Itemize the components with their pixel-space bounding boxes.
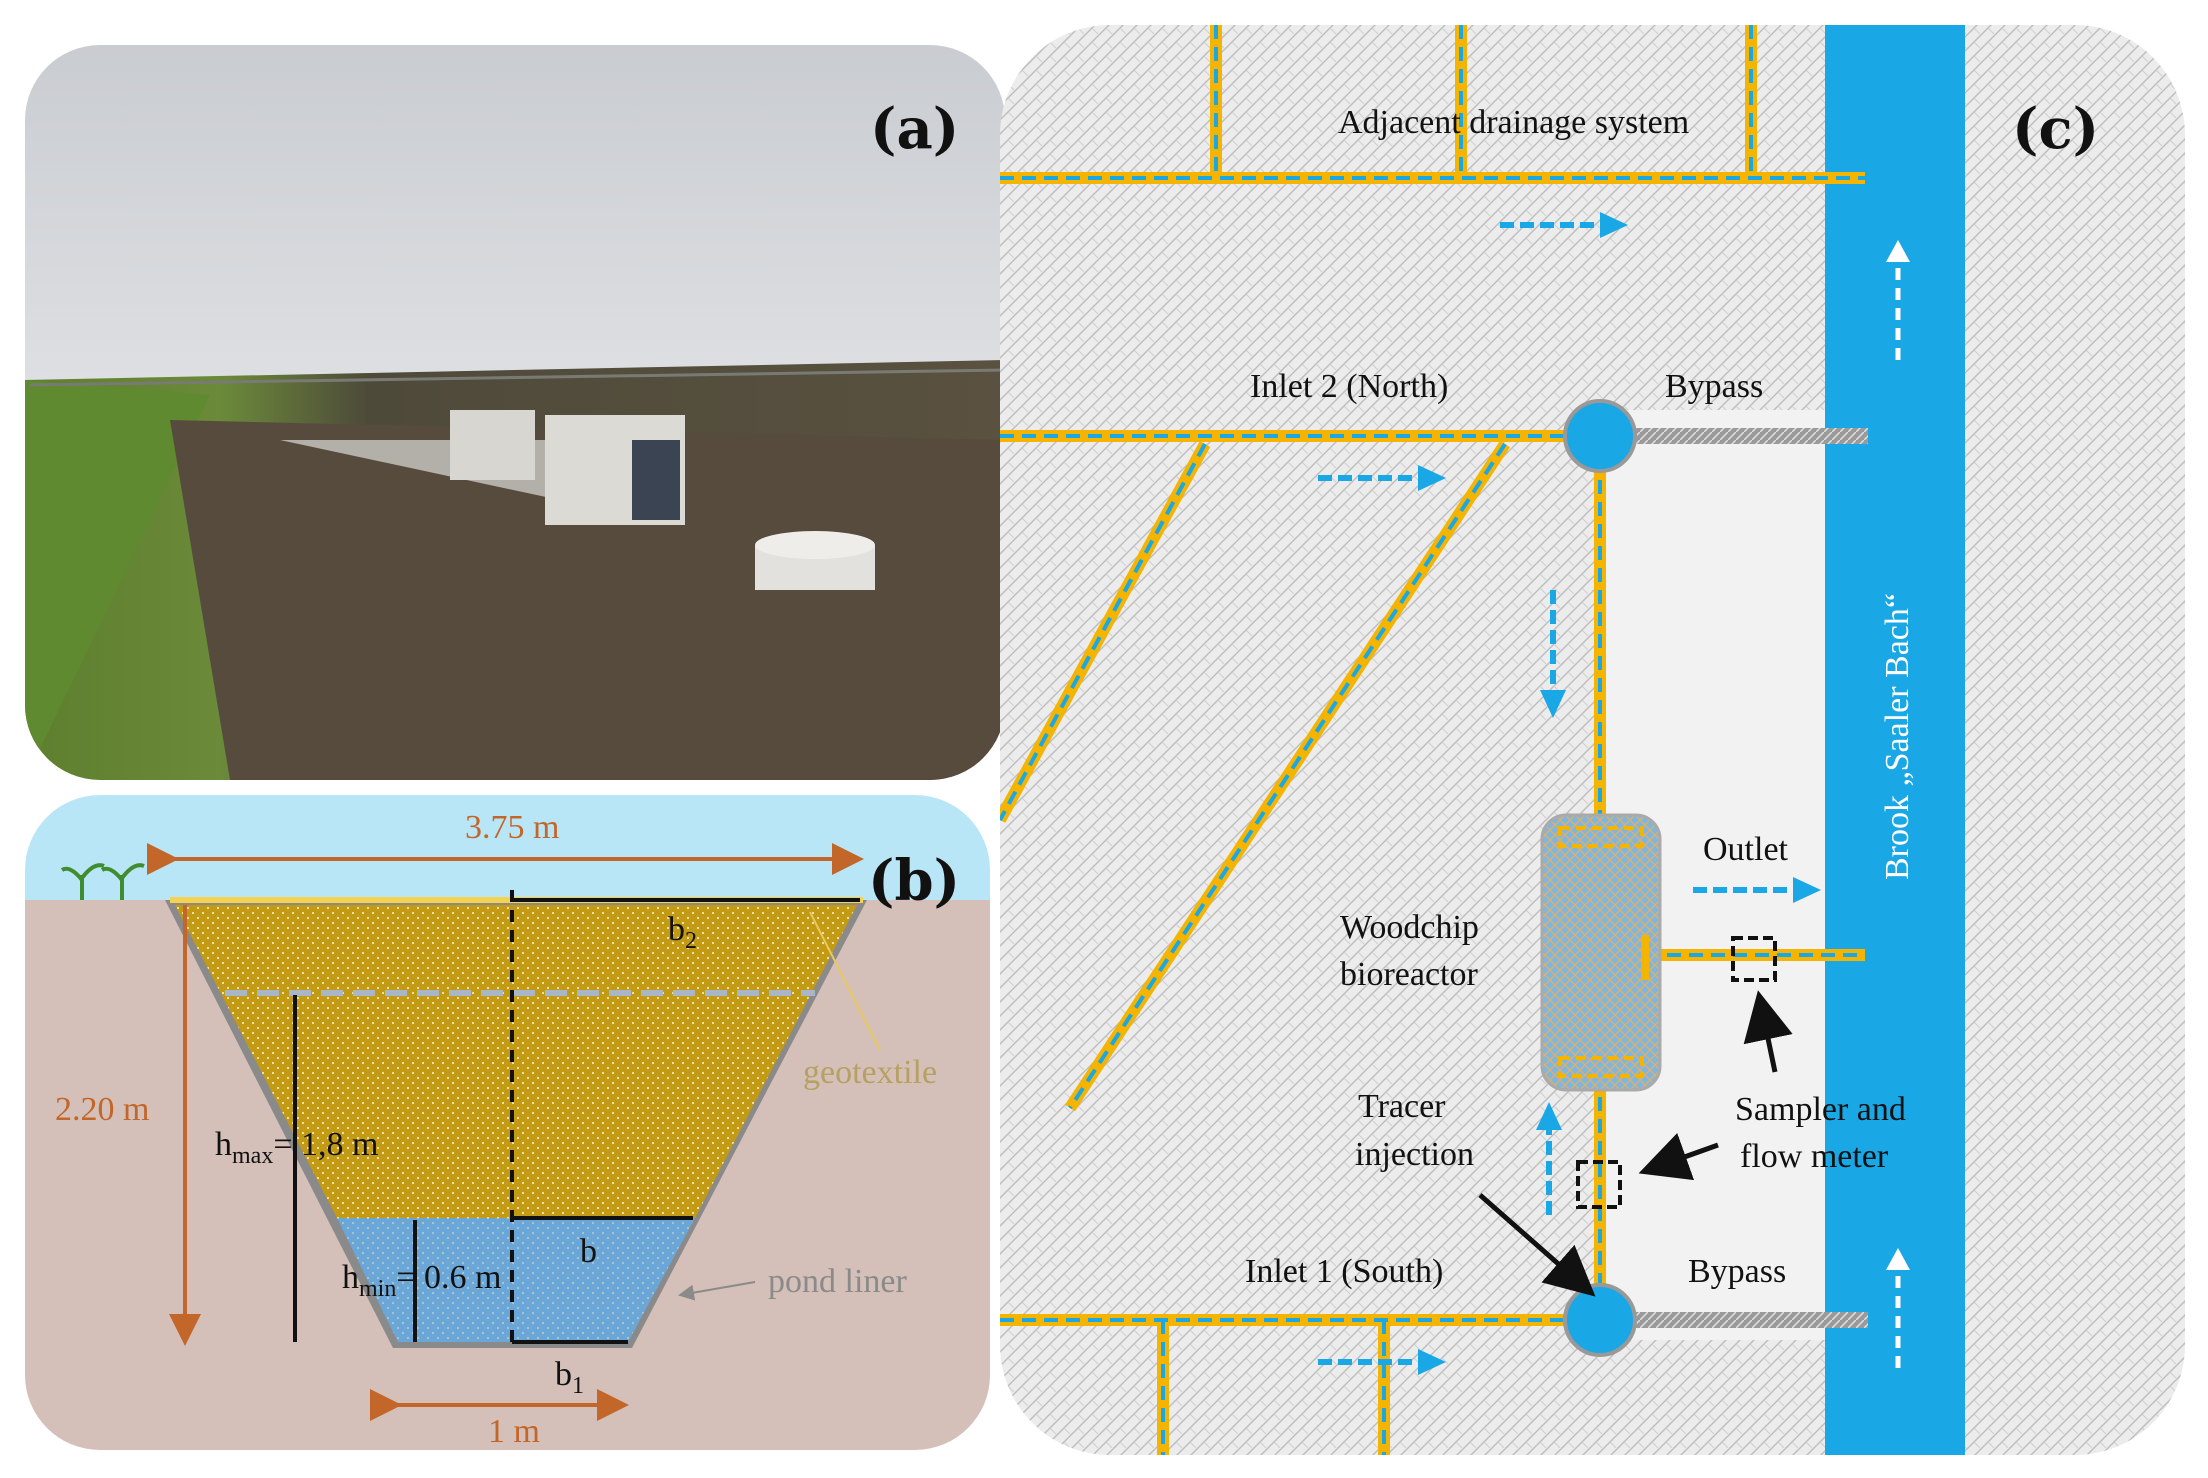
outlet-label: Outlet [1703,831,1789,868]
panel-b-label: (b) [868,848,960,914]
bypass-pipe-south [1628,1312,1868,1328]
tracer-label-2: injection [1355,1136,1474,1173]
inlet2-label: Inlet 2 (North) [1250,368,1448,405]
shaft-south [1563,1283,1637,1357]
ditch-bank [170,420,1005,780]
b2-label: b2 [668,911,697,954]
woodchip-bioreactor [1540,813,1662,1092]
bypass-south-label: Bypass [1688,1253,1786,1290]
seedling-icon [60,863,145,900]
b-label: b [580,1233,597,1270]
solar-panel [632,440,680,520]
tracer-label-1: Tracer [1358,1088,1446,1125]
brook [1825,25,1965,1455]
sampler-label-1: Sampler and [1735,1091,1906,1128]
shelter-box-1 [450,410,535,480]
top-width-label: 3.75 m [465,809,559,846]
inlet1-label: Inlet 1 (South) [1245,1253,1443,1290]
panel-c-plan [1000,25,2185,1455]
brook-label: Brook „Saaler Bach“ [1879,593,1916,880]
adjacent-drainage-label: Adjacent drainage system [1338,104,1689,141]
geotextile-pointer [809,911,881,1051]
drain-pipes [1000,25,1865,1455]
woodchip-label-1: Woodchip [1340,909,1479,946]
tracer-arrow [1478,1193,1596,1297]
sampler-label-2: flow meter [1740,1138,1889,1175]
panel-a-photo [25,45,1005,780]
sampler-box-inlet [1576,1160,1622,1209]
bypass-north-label: Bypass [1665,368,1763,405]
panel-a-label: (a) [870,96,959,162]
sampler-arrow-left [1638,1133,1719,1181]
ground-hatch [1000,25,2185,1455]
geotextile-label: geotextile [803,1054,937,1091]
woodchip-label-2: bioreactor [1340,956,1478,993]
sampler-box-outlet [1731,936,1777,982]
panel-c-label: (c) [2012,96,2099,162]
green-crop-field [25,380,210,780]
bypass-pipe-north [1628,428,1868,444]
depth-label: 2.20 m [55,1091,149,1128]
flow-arrows [1318,222,1793,1365]
sampler-arrow-up [1743,990,1793,1073]
b1-label: b1 [555,1356,584,1399]
shaft-north [1563,399,1637,473]
pond-liner-label: pond liner [768,1263,907,1300]
hmax-label: hmax= 1,8 m [215,1126,378,1169]
bottom-width-label: 1 m [488,1413,540,1450]
panel-b-cross-section [25,795,990,1450]
horizon [29,368,1005,387]
flow-arrowheads [1418,212,1821,1375]
liner-pointer [678,1281,756,1301]
hmin-label: hmin= 0.6 m [342,1259,501,1302]
